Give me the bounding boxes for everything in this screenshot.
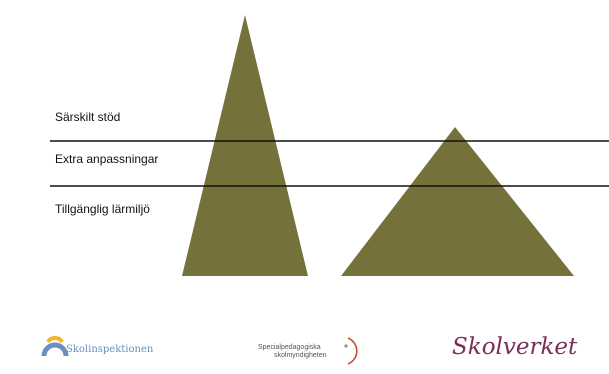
level-label-tillganglig-larmiljo: Tillgänglig lärmiljö xyxy=(55,202,150,216)
level-label-extra-anpassningar: Extra anpassningar xyxy=(55,152,159,166)
skolinspektionen-logo: Skolinspektionen xyxy=(40,330,210,370)
low-wide-triangle xyxy=(341,127,574,276)
skolverket-logo: Skolverket xyxy=(452,330,609,370)
level-label-sarskilt-stod: Särskilt stöd xyxy=(55,110,121,124)
spsm-arc-icon xyxy=(344,337,358,365)
skolinspektionen-arc-icon xyxy=(41,335,69,357)
spsm-logo: Specialpedagogiska skolmyndigheten xyxy=(258,330,408,370)
skolverket-wordmark: Skolverket xyxy=(452,334,578,360)
spsm-wordmark-line2: skolmyndigheten xyxy=(274,352,327,359)
skolinspektionen-wordmark: Skolinspektionen xyxy=(66,344,154,355)
spsm-wordmark-line1: Specialpedagogiska xyxy=(258,344,321,351)
tall-narrow-triangle xyxy=(182,15,308,276)
